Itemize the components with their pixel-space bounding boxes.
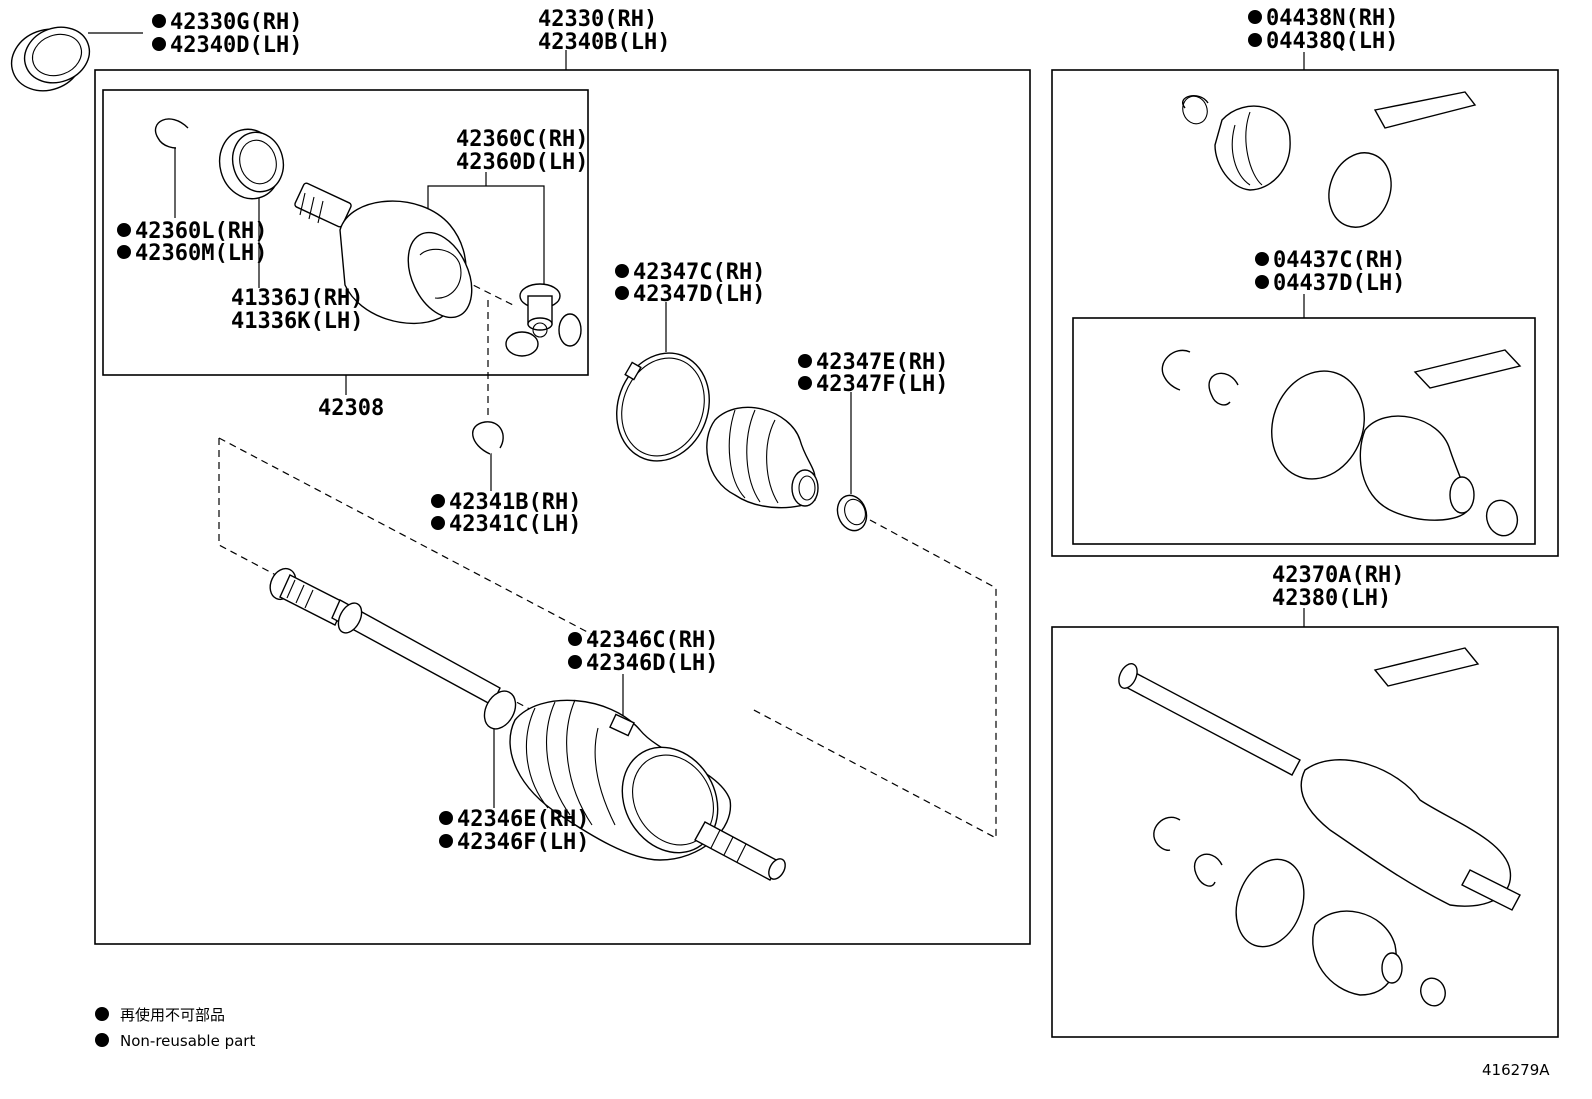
non-reusable-marker-icon bbox=[152, 14, 166, 28]
part-number-lh: 42340B(LH) bbox=[538, 30, 670, 55]
non-reusable-marker-icon bbox=[439, 834, 453, 848]
oil-seal-icon bbox=[218, 128, 285, 200]
part-number-rh: 42346C(RH) bbox=[586, 628, 718, 653]
outboard-joint-icon bbox=[621, 746, 786, 881]
legend-jp: 再使用不可部品 bbox=[120, 1006, 225, 1024]
part-number-lh: 42346D(LH) bbox=[586, 651, 718, 676]
label-04437C: 04437C(RH) 04437D(LH) bbox=[1255, 248, 1405, 296]
part-number-rh: 42346E(RH) bbox=[457, 807, 589, 832]
part-number-rh: 04438N(RH) bbox=[1266, 6, 1398, 31]
diagram-id: 416279A bbox=[1482, 1061, 1550, 1079]
legend-marker-icon bbox=[95, 1007, 109, 1021]
part-number-rh: 42330(RH) bbox=[538, 7, 657, 32]
non-reusable-marker-icon bbox=[117, 223, 131, 237]
label-42360C: 42360C(RH) 42360D(LH) bbox=[456, 127, 588, 175]
non-reusable-marker-icon bbox=[568, 655, 582, 669]
part-number-rh: 42330G(RH) bbox=[170, 10, 302, 35]
legend: 再使用不可部品 Non-reusable part bbox=[95, 1006, 255, 1050]
label-42347E: 42347E(RH) 42347F(LH) bbox=[798, 350, 948, 397]
part-number-lh: 04438Q(LH) bbox=[1266, 29, 1398, 54]
part-number-rh: 42347E(RH) bbox=[816, 350, 948, 375]
part-number-rh: 42347C(RH) bbox=[633, 260, 765, 285]
non-reusable-marker-icon bbox=[431, 494, 445, 508]
non-reusable-marker-icon bbox=[431, 516, 445, 530]
boot-kit-parts-icon bbox=[1182, 91, 1477, 228]
boot-kit-frame bbox=[1051, 69, 1559, 557]
non-reusable-marker-icon bbox=[117, 245, 131, 259]
non-reusable-marker-icon bbox=[798, 376, 812, 390]
part-number-lh: 42360D(LH) bbox=[456, 150, 588, 175]
label-04438N: 04438N(RH) 04438Q(LH) bbox=[1248, 6, 1398, 54]
non-reusable-marker-icon bbox=[568, 632, 582, 646]
tulip-housing-icon bbox=[294, 182, 473, 325]
boot-band-large-icon bbox=[616, 352, 710, 462]
boot-band-small-icon bbox=[836, 494, 868, 532]
shaft-assembly-parts-icon bbox=[1118, 647, 1521, 1007]
shaft-assembly-frame bbox=[1051, 626, 1559, 1038]
part-number-lh: 42340D(LH) bbox=[170, 33, 302, 58]
non-reusable-marker-icon bbox=[1255, 275, 1269, 289]
part-number-rh: 42360C(RH) bbox=[456, 127, 588, 152]
part-number-lh: 41336K(LH) bbox=[231, 309, 363, 334]
tripod-spider-icon bbox=[505, 283, 582, 357]
label-42341B: 42341B(RH) 42341C(LH) bbox=[431, 490, 581, 537]
non-reusable-marker-icon bbox=[1248, 10, 1262, 24]
label-42308: 42308 bbox=[318, 396, 384, 421]
part-number-rh: 41336J(RH) bbox=[231, 286, 363, 311]
part-number-lh: 42360M(LH) bbox=[135, 241, 267, 266]
circlip-icon bbox=[472, 421, 504, 455]
leader-lines bbox=[88, 32, 1305, 808]
inboard-boot-icon bbox=[706, 406, 819, 509]
part-number-rh: 04437C(RH) bbox=[1273, 248, 1405, 273]
non-reusable-marker-icon bbox=[615, 264, 629, 278]
non-reusable-marker-icon bbox=[615, 286, 629, 300]
dust-seal-icon bbox=[10, 26, 91, 92]
part-number-lh: 04437D(LH) bbox=[1273, 271, 1405, 296]
part-number-lh: 42380(LH) bbox=[1272, 586, 1391, 611]
label-41336J: 41336J(RH) 41336K(LH) bbox=[231, 286, 363, 334]
snap-ring-icon bbox=[154, 118, 189, 149]
part-number-rh: 42370A(RH) bbox=[1272, 563, 1404, 588]
label-42330G: 42330G(RH) 42340D(LH) bbox=[152, 10, 302, 58]
non-reusable-marker-icon bbox=[1248, 33, 1262, 47]
main-assembly-frame bbox=[94, 69, 1031, 945]
part-number-rh: 42341B(RH) bbox=[449, 490, 581, 515]
part-number-lh: 42347F(LH) bbox=[816, 372, 948, 397]
drive-shaft-icon bbox=[269, 567, 517, 730]
label-42370A: 42370A(RH) 42380(LH) bbox=[1272, 563, 1404, 611]
part-number-lh: 42347D(LH) bbox=[633, 282, 765, 307]
part-number-lh: 42341C(LH) bbox=[449, 512, 581, 537]
non-reusable-marker-icon bbox=[152, 37, 166, 51]
label-42347C: 42347C(RH) 42347D(LH) bbox=[615, 260, 765, 307]
boot-kit-inner-parts-icon bbox=[1161, 349, 1522, 537]
label-42346E: 42346E(RH) 42346F(LH) bbox=[439, 807, 589, 855]
label-42346C: 42346C(RH) 42346D(LH) bbox=[568, 628, 718, 676]
legend-marker-icon bbox=[95, 1033, 109, 1047]
non-reusable-marker-icon bbox=[1255, 252, 1269, 266]
legend-en: Non-reusable part bbox=[120, 1032, 255, 1050]
dashed-guide-lines bbox=[218, 279, 997, 839]
part-number-rh: 42360L(RH) bbox=[135, 219, 267, 244]
part-number-lh: 42346F(LH) bbox=[457, 830, 589, 855]
label-42360L: 42360L(RH) 42360M(LH) bbox=[117, 219, 267, 266]
non-reusable-marker-icon bbox=[439, 811, 453, 825]
non-reusable-marker-icon bbox=[798, 354, 812, 368]
label-42330: 42330(RH) 42340B(LH) bbox=[538, 7, 670, 55]
part-number: 42308 bbox=[318, 396, 384, 421]
